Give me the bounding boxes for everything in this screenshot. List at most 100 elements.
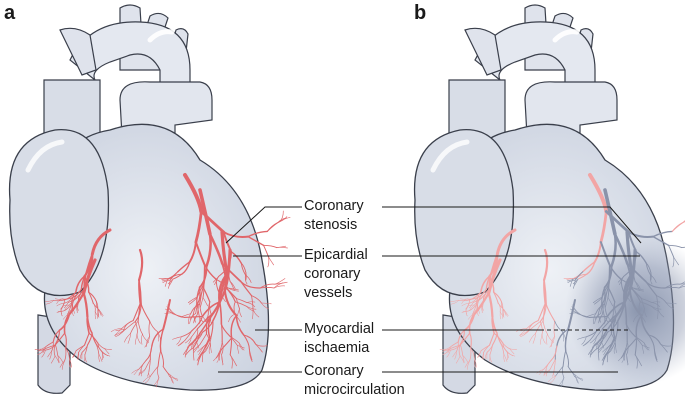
vessel-branch xyxy=(184,345,190,358)
vessel-branch xyxy=(575,375,579,384)
vessel-branch xyxy=(160,350,165,368)
vessel-branch xyxy=(235,298,248,304)
vessel-branch xyxy=(76,352,79,360)
vessel-branch xyxy=(442,349,451,352)
vessel-branch xyxy=(546,333,548,345)
vessel-branch xyxy=(539,321,543,335)
vessel-branch xyxy=(574,278,579,286)
vessel-branch xyxy=(277,216,288,223)
vessel-branch xyxy=(64,304,70,311)
vessel-branch xyxy=(274,278,286,285)
vessel-branch xyxy=(456,341,459,352)
vessel-branch xyxy=(276,245,287,248)
vessel-branch xyxy=(157,331,160,342)
vessel-branch xyxy=(640,314,650,336)
label-line: Coronary xyxy=(304,198,364,214)
vessel-branch xyxy=(615,344,617,353)
vessel-branch xyxy=(664,283,681,289)
vessel-branch xyxy=(628,248,637,292)
vessel-branch xyxy=(549,359,556,370)
vessel-branch xyxy=(567,279,576,283)
vessel-branch xyxy=(94,311,96,320)
vessel-branch xyxy=(597,303,603,316)
vessel-branch xyxy=(529,333,536,343)
vessel-branch xyxy=(623,272,634,304)
vessel-branch xyxy=(566,277,577,282)
vessel-branch xyxy=(142,333,149,343)
vessel-branch xyxy=(476,308,479,317)
vessel-branch xyxy=(72,350,77,358)
vessel-branch xyxy=(247,230,268,238)
vessel-branch xyxy=(671,221,684,232)
epicardial-vessels-a xyxy=(34,173,291,388)
vessel-branch xyxy=(593,313,597,325)
vessel-branch xyxy=(582,261,596,273)
vessel-branch xyxy=(652,235,670,246)
vessel-branch xyxy=(644,308,648,318)
heart-a xyxy=(10,5,291,393)
vessel-branch xyxy=(608,264,623,281)
vessel-branch xyxy=(500,301,504,311)
vessel-branch xyxy=(49,351,52,360)
vessel-branch xyxy=(613,232,629,265)
vessel-branch xyxy=(682,220,685,223)
vessel-branch xyxy=(574,376,579,384)
vessel-branch xyxy=(180,330,193,338)
vessel-branch xyxy=(133,368,140,376)
vessel-branch xyxy=(198,188,212,236)
vessel-branch xyxy=(593,333,606,347)
vessel-branch xyxy=(87,332,93,346)
vessel-branch xyxy=(627,231,655,238)
vessel-branch xyxy=(645,280,658,297)
vessel-branch xyxy=(134,334,138,345)
vessel-branch xyxy=(45,300,54,302)
vessel-branch xyxy=(656,295,667,304)
vessel-branch xyxy=(556,328,569,347)
vessel-branch xyxy=(218,348,222,361)
vessel-branch xyxy=(681,246,685,248)
vessel-branch xyxy=(197,352,204,366)
vessel-branch xyxy=(615,288,631,317)
vessel-branch xyxy=(54,329,60,346)
vessel-branch xyxy=(595,313,602,320)
vessel-branch xyxy=(82,291,89,318)
vessel-branch xyxy=(134,321,138,335)
vessel-branch xyxy=(532,333,536,344)
vessel-branch xyxy=(483,344,490,353)
vessel-branch xyxy=(196,317,209,330)
label-line: ischaemia xyxy=(304,340,370,356)
vessel-branch xyxy=(210,344,212,353)
vessel-branch xyxy=(672,256,675,268)
vessel-branch xyxy=(202,346,209,354)
vessel-branch xyxy=(577,313,590,318)
vessel-branch xyxy=(634,354,642,367)
vessel-branch xyxy=(97,310,99,318)
vessel-branch xyxy=(138,279,141,305)
vessel-branch xyxy=(255,343,268,347)
vessel-branch xyxy=(88,332,99,344)
vessel-branch xyxy=(607,286,616,303)
vessel-branch xyxy=(149,320,158,332)
vessel-branch xyxy=(626,341,629,355)
vessel-branch xyxy=(69,358,72,368)
vessel-branch xyxy=(194,210,203,244)
vessel-branch xyxy=(506,351,514,356)
vessel-branch xyxy=(99,310,104,316)
vessel-branch xyxy=(203,264,218,281)
vessel-branch xyxy=(251,295,262,304)
vessel-branch xyxy=(142,375,151,383)
vessel-branch xyxy=(604,303,608,317)
vessel-branch xyxy=(67,304,73,315)
vessel-branch xyxy=(607,297,613,307)
vessel-branch xyxy=(190,328,198,338)
vessel-branch xyxy=(154,377,160,386)
vessel-branch xyxy=(73,288,82,300)
vessel-branch xyxy=(562,331,565,342)
vessel-branch xyxy=(261,302,269,310)
vessel-branch xyxy=(550,345,558,361)
vessel-branch xyxy=(599,210,608,244)
vessel-branch xyxy=(268,256,275,266)
vessel-branch xyxy=(88,291,94,304)
vessel-branch xyxy=(623,348,627,361)
vessel-branch xyxy=(493,291,502,303)
